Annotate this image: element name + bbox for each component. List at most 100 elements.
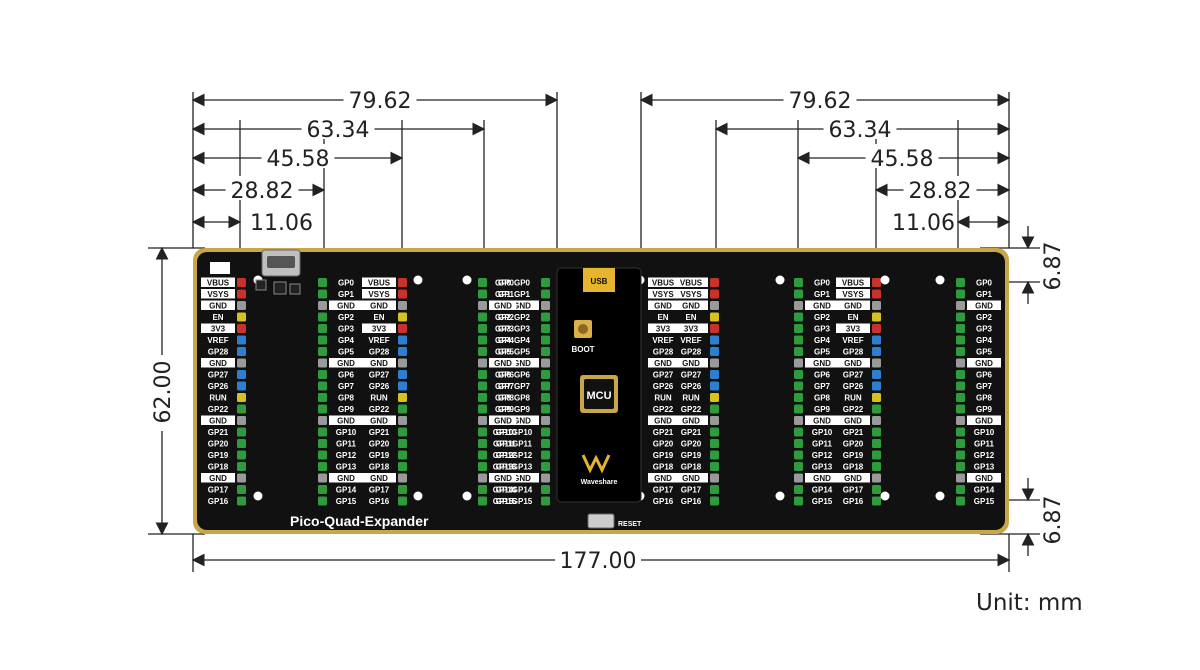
pin-label-0-2: GND (209, 302, 227, 311)
pin-label-box (674, 415, 708, 425)
pin-pad (237, 324, 246, 333)
pin-pad (318, 416, 327, 425)
pin-pad (541, 358, 550, 368)
mcu-pin-label: GP14 (493, 486, 514, 495)
pin-pad (398, 404, 407, 414)
pin-pad (710, 485, 719, 494)
mcu-pin-label: GP27 (653, 371, 674, 380)
pin-label-2-4: 3V3 (372, 325, 387, 334)
pin-pad (794, 301, 803, 310)
pin-label-1-5: GP4 (338, 336, 355, 345)
pin-pad (318, 439, 327, 448)
pin-label-7-6: GP28 (843, 348, 864, 357)
pin-pad (710, 381, 719, 391)
mcu-pin-label: GP1 (495, 290, 512, 299)
usb-port-inner (267, 256, 295, 268)
pin-label-box (505, 300, 539, 310)
reset-label: RESET (618, 521, 642, 528)
pin-pad (398, 416, 407, 425)
pin-label-2-8: GP27 (369, 371, 390, 380)
pin-label-5-14: GP20 (681, 440, 702, 449)
pin-pad (478, 324, 487, 333)
pin-label-6-14: GP11 (812, 440, 833, 449)
pin-pad (710, 393, 719, 402)
pin-label-box (836, 289, 870, 299)
pin-label-8-5: GP4 (976, 336, 993, 345)
pin-label-0-0: VBUS (207, 279, 230, 288)
pin-pad (872, 404, 881, 414)
pin-pad (956, 312, 965, 322)
pin-label-6-12: GND (813, 417, 831, 426)
dim-height-label: 62.00 (151, 361, 176, 424)
pin-pad (710, 301, 719, 310)
pin-label-2-19: GP16 (369, 497, 390, 506)
pin-pad (478, 462, 487, 471)
mcu-pin-label: GP2 (495, 313, 512, 322)
pin-label-6-19: GP15 (812, 497, 833, 506)
pin-pad (478, 358, 487, 368)
pin-label-0-13: GP21 (208, 428, 229, 437)
pin-label-box (967, 300, 1001, 310)
pin-label-6-2: GND (813, 302, 831, 311)
pin-label-2-6: GP28 (369, 348, 390, 357)
pin-pad (710, 416, 719, 425)
pin-label-1-9: GP7 (338, 382, 355, 391)
pin-pad (318, 347, 327, 356)
pin-pad (872, 427, 881, 437)
pin-label-4-5: GP4 (514, 336, 531, 345)
pin-label-3-11: GP9 (498, 405, 515, 414)
pin-pad (541, 485, 550, 494)
pin-label-5-12: GND (682, 417, 700, 426)
brand-label: Waveshare (581, 479, 618, 486)
pin-label-7-14: GP20 (843, 440, 864, 449)
pin-pad (710, 427, 719, 437)
pin-pad (541, 416, 550, 425)
pin-label-3-18: GP14 (496, 486, 517, 495)
pin-pad (478, 416, 487, 425)
pin-pad (318, 278, 327, 287)
pin-pad (541, 289, 550, 299)
pin-pad (318, 496, 327, 506)
pin-label-box (201, 300, 235, 310)
pin-label-4-9: GP7 (514, 382, 531, 391)
pin-pad (318, 324, 327, 333)
mcu-pin-label: GP11 (493, 440, 514, 449)
pin-pad (398, 439, 407, 448)
pin-label-5-15: GP19 (681, 451, 702, 460)
pin-pad (794, 312, 803, 322)
pin-pad (398, 358, 407, 368)
dim-right-3-label: 45.58 (871, 147, 934, 172)
dim-left-2-label: 63.34 (307, 118, 370, 143)
pin-label-4-15: GP12 (512, 451, 533, 460)
pin-label-6-18: GP14 (812, 486, 833, 495)
mcu-pin-label: GND (654, 302, 672, 311)
pin-pad (237, 462, 246, 471)
pin-pad (398, 335, 407, 345)
pin-pad (541, 439, 550, 448)
pin-pad (956, 416, 965, 425)
pin-pad (872, 301, 881, 310)
pin-label-7-16: GP18 (843, 463, 864, 472)
pin-pad (794, 358, 803, 368)
pin-pad (478, 278, 487, 287)
pin-label-5-1: VSYS (680, 290, 702, 299)
pin-label-2-14: GP20 (369, 440, 390, 449)
pin-pad (956, 324, 965, 333)
pin-pad (956, 450, 965, 460)
pin-label-2-0: VBUS (368, 279, 391, 288)
pin-label-4-10: GP8 (514, 394, 531, 403)
usb-label: USB (591, 277, 608, 286)
pin-label-1-12: GND (337, 417, 355, 426)
pin-label-0-11: GP22 (208, 405, 229, 414)
pin-label-7-12: GND (844, 417, 862, 426)
pin-label-4-12: GND (513, 417, 531, 426)
pin-label-box (362, 323, 396, 333)
pin-pad (956, 393, 965, 402)
pin-pad (541, 450, 550, 460)
pin-label-8-4: GP3 (976, 325, 993, 334)
pin-label-1-14: GP11 (336, 440, 357, 449)
pin-pad (398, 496, 407, 506)
pin-pad (710, 450, 719, 460)
pin-label-2-16: GP18 (369, 463, 390, 472)
mcu-pin-label: GP20 (653, 440, 674, 449)
